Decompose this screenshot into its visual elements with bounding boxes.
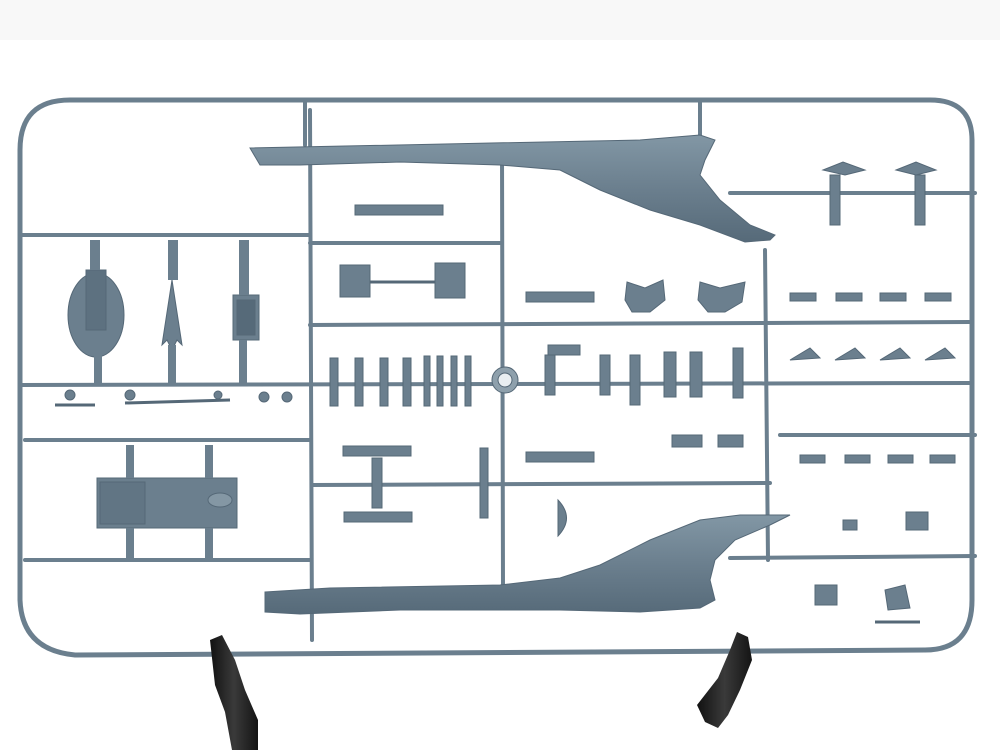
gate-studs-left [90,240,249,560]
parts-center-left [339,204,489,523]
display-stand-left [210,635,258,750]
parts-right [789,161,957,624]
fuselage-half-upper [249,134,776,243]
parts-center-right [525,279,746,538]
sprue-frame [17,97,975,658]
parts-gun-row [329,355,519,407]
parts-left-upper [55,269,293,529]
fuselage-half-lower [264,514,791,615]
display-stand-right [697,632,752,728]
